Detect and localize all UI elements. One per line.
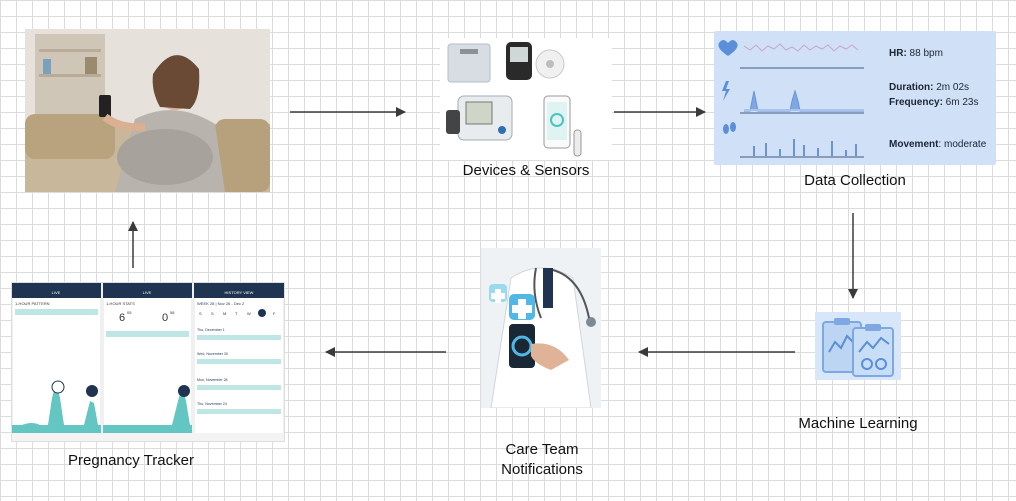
history-entry-1: Thu, December 1 xyxy=(197,328,225,332)
scale-icon xyxy=(447,43,491,83)
care-team-label-line1: Care Team xyxy=(505,441,579,458)
day-2: S xyxy=(211,311,214,316)
history-entry-4: Thu, November 24 xyxy=(197,402,227,406)
day-1: S xyxy=(199,311,202,316)
contraction-icon xyxy=(722,81,730,101)
clipboard-charts-icon xyxy=(815,312,901,380)
screen2-title: LIVE xyxy=(143,290,152,295)
day-5: W xyxy=(247,311,251,316)
sensor-disc-icon xyxy=(535,49,565,79)
devices-image xyxy=(440,38,612,160)
screen2-stat2-sup: 58 xyxy=(170,310,175,315)
data-collection-panel: HR: 88 bpm Duration: 2m 02s Frequency: 6… xyxy=(714,31,996,165)
doctor-image xyxy=(481,248,601,408)
pregnancy-tracker-label: Pregnancy Tracker xyxy=(68,452,194,469)
machine-learning-label: Machine Learning xyxy=(798,415,918,432)
screen3-week: WEEK 28 | Nov 26 - Dec 2 xyxy=(197,301,245,306)
movement-metric: Movement: moderate xyxy=(889,139,987,150)
data-collection-label: Data Collection xyxy=(804,172,906,189)
duration-metric: Duration: 2m 02s xyxy=(889,82,970,93)
care-team-label-line2: Notifications xyxy=(501,461,583,478)
frequency-metric: Frequency: 6m 23s xyxy=(889,97,979,108)
day-4: T xyxy=(235,311,238,316)
screen2-stat1-sup: 05 xyxy=(127,310,132,315)
movement-icon xyxy=(723,122,736,134)
screen2-header: 1-HOUR STATS xyxy=(106,301,135,306)
history-entry-2: Wed, November 30 xyxy=(197,352,228,356)
screen1-header: 1-HOUR PATTERN xyxy=(15,301,50,306)
devices-label: Devices & Sensors xyxy=(462,162,590,179)
screen3-title: HISTORY VIEW xyxy=(225,290,254,295)
screen1-title: LIVE xyxy=(52,290,61,295)
pregnant-woman-photo xyxy=(25,29,270,192)
pregnancy-tracker-screens: LIVE 1-HOUR PATTERN LIVE 1-HOUR STATS 6 … xyxy=(11,282,285,442)
screen2-stat1: 6 xyxy=(119,312,125,324)
glucose-meter-icon xyxy=(506,42,532,80)
hr-metric: HR: 88 bpm xyxy=(889,48,943,59)
screen2-stat2: 0 xyxy=(162,312,168,324)
blood-pressure-monitor-icon xyxy=(446,95,513,141)
day-7: F xyxy=(273,311,276,316)
history-entry-3: Mon, November 28 xyxy=(197,378,228,382)
heart-icon xyxy=(718,40,738,56)
day-3: M xyxy=(223,311,226,316)
smartphone-icon xyxy=(543,95,582,157)
